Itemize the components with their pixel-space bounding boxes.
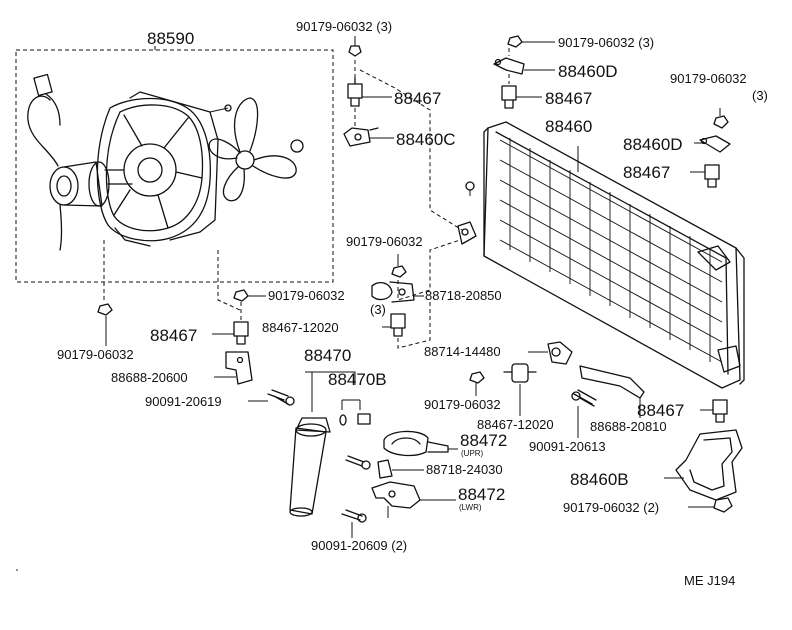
label-nut-right-a: 90179-06032 [670,71,747,86]
label-88460d-top: 88460D [558,62,618,81]
label-88590: 88590 [147,29,195,48]
label-88460b: 88460B [570,470,629,489]
label-nut-top-right: 90179-06032 (3) [558,35,655,50]
label-88714-14480: 88714-14480 [424,344,501,359]
fan-shroud [96,91,219,247]
label-nut-left-mid-b: (3) [370,302,386,317]
label-88688-20810: 88688-20810 [590,419,667,434]
label-bolt-top: 90179-06032 (3) [296,19,393,34]
label-lwr-tag: (LWR) [459,503,482,512]
label-90091-20609: 90091-20609 (2) [311,538,408,553]
label-88467-top: 88467 [394,89,442,108]
label-88460: 88460 [545,117,593,136]
label-nut-right-b: (3) [752,88,768,103]
fan-assembly-frame [15,46,334,283]
right-side-fasteners [690,108,731,188]
label-88718-20850: 88718-20850 [425,288,502,303]
top-right-fasteners [493,35,555,109]
condenser [457,121,745,389]
fan-motor [27,73,133,251]
label-88467-12020-b: 88467-12020 [477,417,554,432]
label-88470b: 88470B [328,370,387,389]
label-upr-tag: (UPR) [461,449,484,458]
left-fasteners [97,240,295,406]
bracket-clamps [341,430,458,538]
label-nut-left: 90179-06032 [57,347,134,362]
label-88718-24030: 88718-24030 [426,462,503,477]
label-88460c: 88460C [396,130,456,149]
receiver-drier [289,371,371,517]
bracket-b [664,429,743,513]
label-nut-left-mid-a: 90179-06032 [268,288,345,303]
center-fastener-stack [343,36,463,231]
middle-fasteners [371,239,461,349]
diagram-code: ME J194 [684,573,736,588]
speck-dot [16,569,18,571]
pipe-and-cushions [469,341,728,438]
label-88470: 88470 [304,346,352,365]
label-88467-lower-right: 88467 [637,401,685,420]
fan-blade [208,97,304,202]
label-88460d-right: 88460D [623,135,683,154]
label-nut-mid: 90179-06032 [346,234,423,249]
label-nut-bottom-right: 90179-06032 (2) [563,500,660,515]
label-88472-upr: 88472 [460,431,508,450]
label-nut-lower: 90179-06032 [424,397,501,412]
label-88467-right: 88467 [623,163,671,182]
label-88467-top-right: 88467 [545,89,593,108]
label-88467-left: 88467 [150,326,198,345]
label-88467-12020-a: 88467-12020 [262,320,339,335]
label-90091-20613: 90091-20613 [529,439,606,454]
label-88472-lwr: 88472 [458,485,506,504]
label-90091-20619: 90091-20619 [145,394,222,409]
label-88688-20600: 88688-20600 [111,370,188,385]
